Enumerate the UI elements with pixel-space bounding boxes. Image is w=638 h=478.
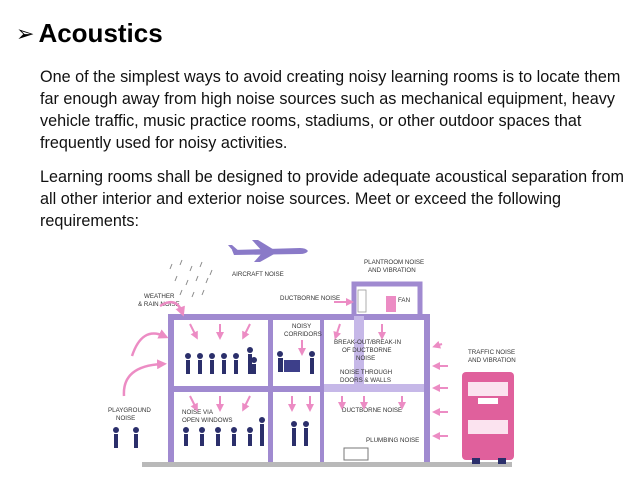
rain-icon: [169, 259, 213, 298]
duct-vent: [357, 289, 367, 313]
corridor-walker: [309, 351, 315, 374]
traffic-label-1: TRAFFIC NOISE: [468, 349, 515, 356]
duct-pipe: [324, 384, 424, 392]
bus-icon: [462, 372, 514, 464]
plantroom-label-1: PLANTROOM NOISE: [364, 259, 424, 266]
traffic-label-2: AND VIBRATION: [468, 357, 516, 364]
arrow-bullet-icon: ➢: [16, 20, 35, 46]
duct-riser: [354, 316, 364, 386]
students-lower: [183, 417, 309, 446]
building-structure: [142, 314, 512, 467]
plumbing-label: PLUMBING NOISE: [366, 437, 419, 444]
fan-label: FAN: [398, 297, 410, 304]
open-windows-label-1: NOISE VIA: [182, 409, 214, 416]
title-text: Acoustics: [38, 18, 163, 48]
plantroom-label-2: AND VIBRATION: [368, 267, 416, 274]
students-upper: [185, 347, 257, 374]
noisy-corridors-label-1: NOISY: [292, 323, 311, 330]
ductborne-low-label: DUCTBORNE NOISE: [342, 407, 402, 414]
plantroom-enclosure: [351, 281, 423, 316]
paragraph-separation: Learning rooms shall be designed to prov…: [40, 168, 625, 230]
radiator-icon: [343, 447, 369, 461]
slide-title: ➢ Acoustics: [16, 18, 163, 49]
open-windows-label-2: OPEN WINDOWS: [182, 417, 233, 424]
paragraph-location: One of the simplest ways to avoid creati…: [40, 68, 621, 152]
aircraft-noise-label: AIRCRAFT NOISE: [232, 271, 284, 278]
weather-noise-label-1: WEATHER: [144, 293, 175, 300]
through-walls-label-1: NOISE THROUGH: [340, 369, 392, 376]
breakout-label-1: BREAK-OUT/BREAK-IN: [334, 339, 401, 346]
playground-children: [113, 427, 139, 448]
fan-icon: [386, 296, 396, 312]
school-noise-diagram: AIRCRAFT NOISE WEATHER & RAIN NOISE PLAN…: [108, 240, 516, 467]
noisy-corridors-label-2: CORRIDORS: [284, 331, 322, 338]
airplane-icon: [228, 240, 308, 262]
weather-noise-label-2: & RAIN NOISE: [138, 301, 180, 308]
playground-label-1: PLAYGROUND: [108, 407, 151, 414]
ductborne-top-label: DUCTBORNE NOISE: [280, 295, 340, 302]
weather-arrow: [122, 300, 185, 397]
piano-player: [277, 351, 300, 372]
through-walls-label-2: DOORS & WALLS: [340, 377, 391, 384]
playground-label-2: NOISE: [116, 415, 135, 422]
breakout-label-2: OF DUCTBORNE: [342, 347, 392, 354]
noise-arrows: [189, 323, 448, 440]
breakout-label-3: NOISE: [356, 355, 375, 362]
